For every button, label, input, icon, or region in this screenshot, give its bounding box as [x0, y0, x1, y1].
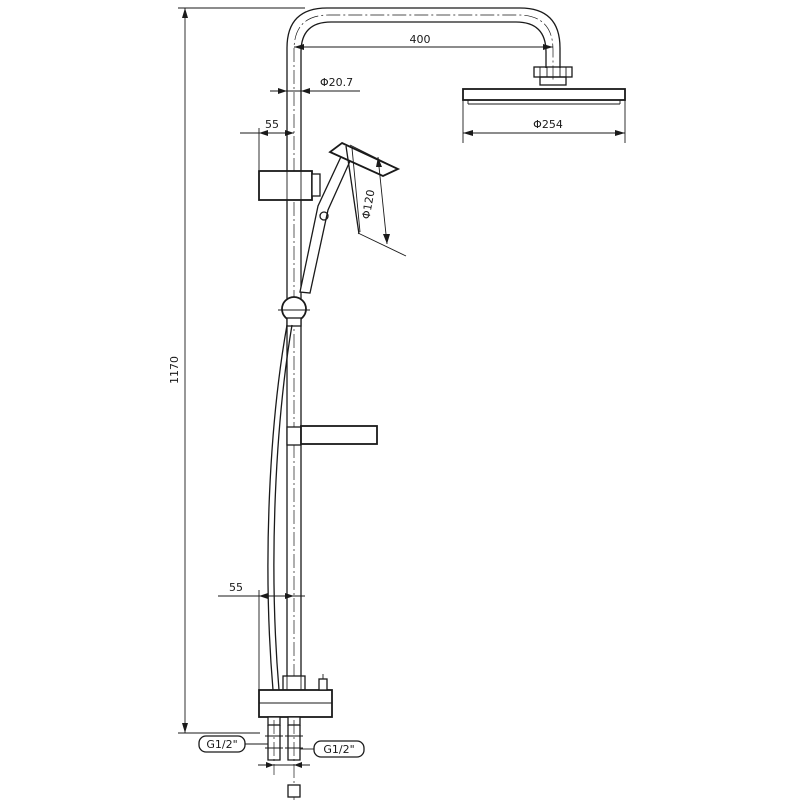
pipe-diameter-label: Φ20.7	[320, 76, 353, 89]
bottom-offset-label: 55	[229, 581, 243, 594]
hand-shower: Φ120	[300, 143, 406, 293]
head-diameter-label: Φ254	[533, 118, 563, 131]
arm-length-dimension: 400	[294, 33, 553, 50]
pipe-diameter-dimension: Φ20.7	[270, 76, 360, 94]
hand-shower-holder	[259, 171, 320, 200]
shelf	[287, 426, 377, 445]
top-offset-label: 55	[265, 118, 279, 131]
top-bracket-offset-dimension: 55	[240, 118, 294, 170]
arm-length-label: 400	[410, 33, 431, 46]
overhead-shower-head: Φ254	[463, 67, 625, 143]
inlet-connectors	[258, 720, 310, 800]
height-dimension: 1170	[168, 8, 305, 733]
inlet-left-label: G1/2"	[206, 738, 237, 751]
inlet-right-label: G1/2"	[323, 743, 354, 756]
mixer-body	[259, 674, 332, 725]
hand-shower-diameter-label: Φ120	[360, 189, 378, 220]
bottom-offset-dimension: 55	[218, 581, 305, 690]
shower-hose	[268, 325, 292, 690]
riser-pipe	[287, 8, 560, 700]
inlet-thread-labels: G1/2" G1/2"	[199, 736, 364, 757]
swivel-joint	[278, 297, 310, 326]
total-height-label: 1170	[168, 356, 181, 384]
